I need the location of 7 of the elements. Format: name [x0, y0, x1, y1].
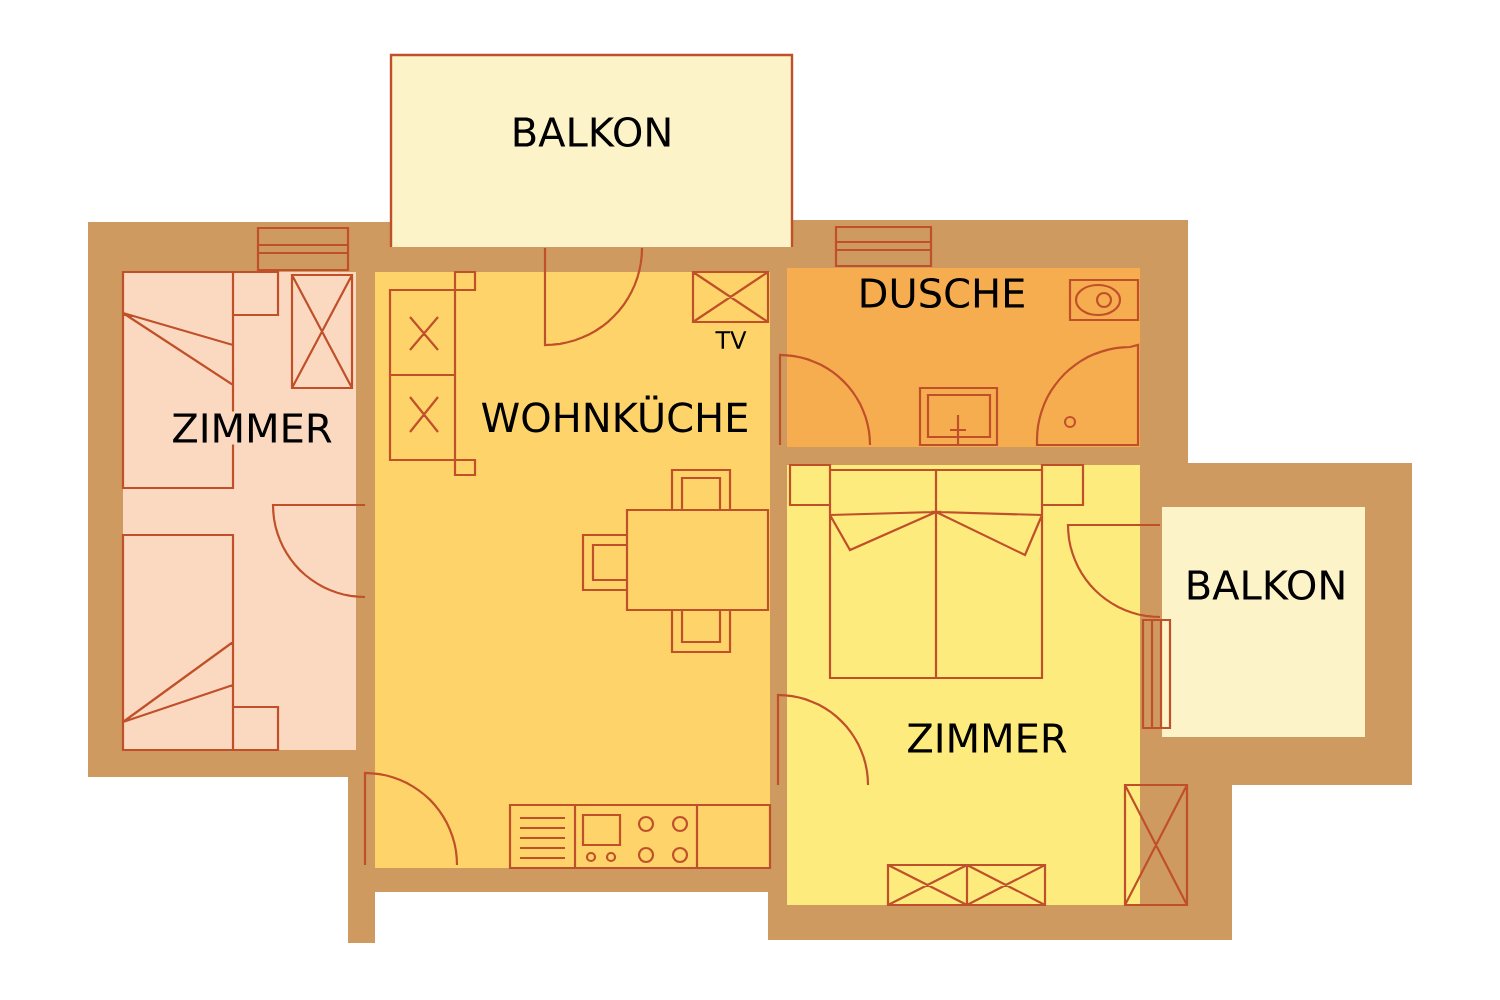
room-label: DUSCHE: [855, 275, 1029, 311]
room-label: WOHNKÜCHE: [478, 393, 752, 435]
room-label: BALKON: [1182, 567, 1350, 603]
room-label: ZIMMER: [904, 721, 1070, 755]
furniture-label: TV: [715, 331, 747, 349]
room-label: BALKON: [508, 114, 676, 150]
room-label: ZIMMER: [169, 411, 335, 445]
